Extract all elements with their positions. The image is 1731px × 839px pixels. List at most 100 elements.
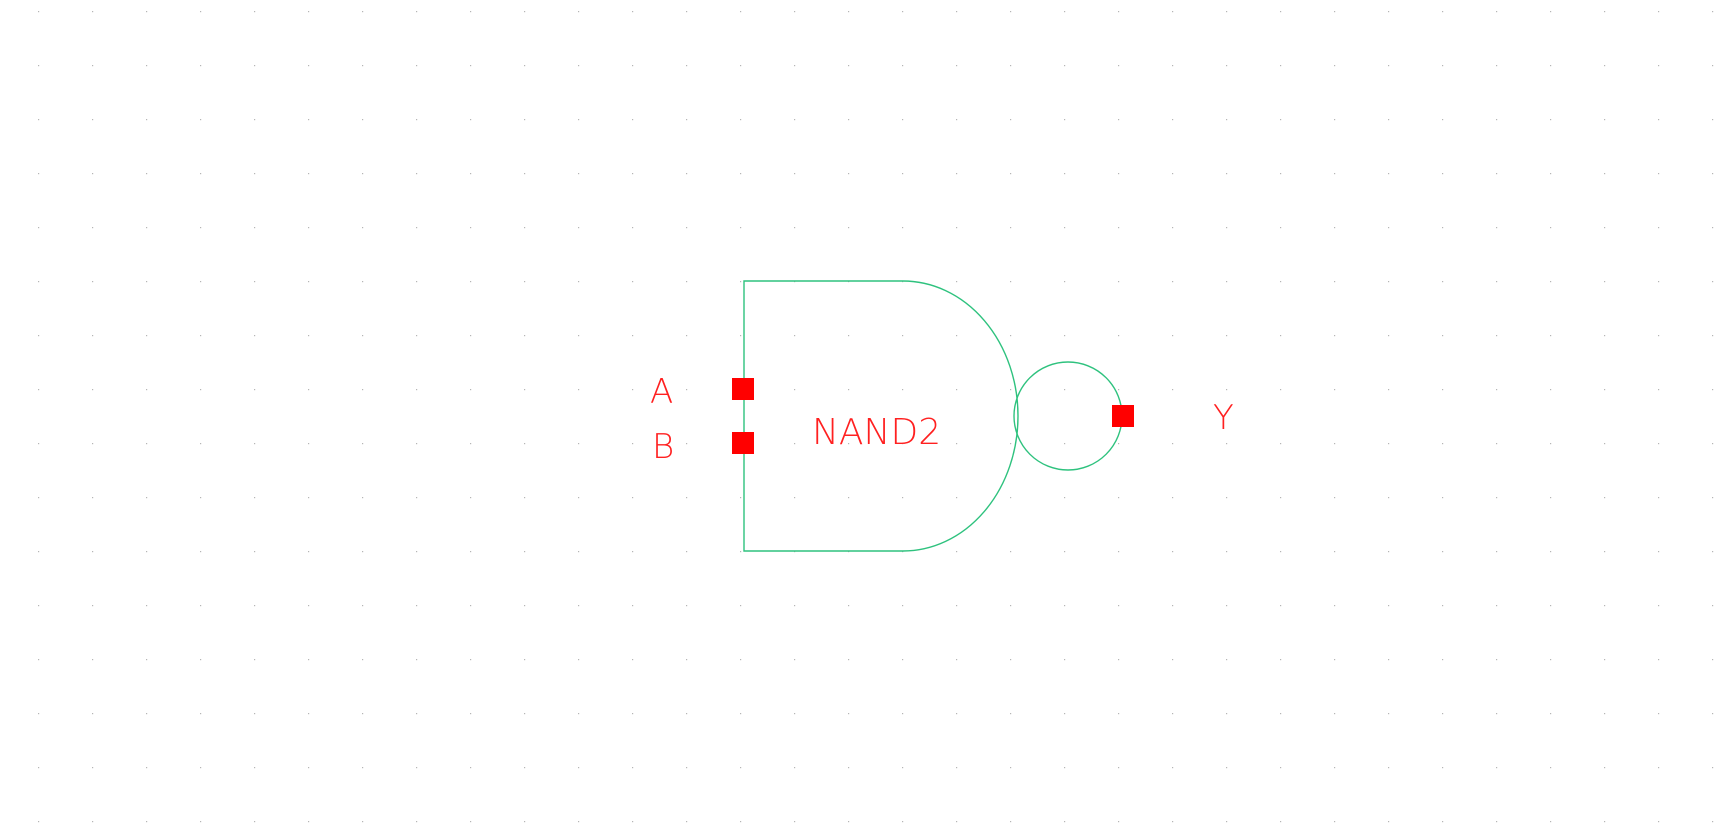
grid-dot	[740, 605, 742, 607]
grid-dot	[38, 227, 40, 229]
grid-dot	[200, 11, 202, 13]
grid-dot	[92, 821, 94, 823]
grid-dot	[686, 119, 688, 121]
grid-dot	[1010, 281, 1012, 283]
grid-dot	[848, 173, 850, 175]
grid-dot	[1172, 119, 1174, 121]
grid-dot	[740, 227, 742, 229]
grid-dot	[416, 605, 418, 607]
pin-y-marker[interactable]	[1112, 405, 1134, 427]
grid-dot	[1658, 173, 1660, 175]
grid-dot	[1388, 389, 1390, 391]
grid-dot	[956, 821, 958, 823]
grid-dot	[416, 551, 418, 553]
grid-dot	[200, 281, 202, 283]
grid-dot	[362, 281, 364, 283]
grid-dot	[1496, 443, 1498, 445]
grid-dot	[38, 443, 40, 445]
grid-dot	[956, 443, 958, 445]
grid-dot	[1118, 173, 1120, 175]
grid-dot	[146, 11, 148, 13]
grid-dot	[794, 821, 796, 823]
grid-dot	[686, 65, 688, 67]
grid-dot	[578, 335, 580, 337]
grid-dot	[254, 767, 256, 769]
pin-y-label: Y	[1213, 398, 1234, 438]
grid-dot	[524, 227, 526, 229]
grid-dot	[1172, 11, 1174, 13]
grid-dot	[524, 335, 526, 337]
grid-dot	[362, 821, 364, 823]
grid-dot	[740, 173, 742, 175]
grid-dot	[254, 119, 256, 121]
grid-dot	[1064, 389, 1066, 391]
grid-dot	[1226, 119, 1228, 121]
grid-dot	[1388, 659, 1390, 661]
grid-dot	[1118, 497, 1120, 499]
grid-dot	[200, 173, 202, 175]
grid-dot	[1658, 659, 1660, 661]
grid-dot	[254, 173, 256, 175]
grid-dot	[686, 335, 688, 337]
grid-dot	[1388, 443, 1390, 445]
grid-dot	[38, 659, 40, 661]
grid-dot	[308, 281, 310, 283]
grid-dot	[524, 497, 526, 499]
grid-dot	[362, 119, 364, 121]
grid-dot	[794, 119, 796, 121]
grid-dot	[686, 389, 688, 391]
grid-dot	[632, 173, 634, 175]
grid-dot	[1226, 497, 1228, 499]
grid-dot	[902, 659, 904, 661]
nand2-symbol[interactable]: A B Y NAND2	[650, 280, 1234, 552]
pin-a-marker[interactable]	[732, 378, 754, 400]
grid-dot	[92, 11, 94, 13]
grid-dot	[1712, 551, 1714, 553]
grid-dot	[794, 389, 796, 391]
grid-dot	[848, 713, 850, 715]
grid-dot	[1658, 713, 1660, 715]
grid-dot	[1064, 227, 1066, 229]
grid-dot	[1388, 335, 1390, 337]
grid-dot	[578, 497, 580, 499]
grid-dot	[794, 11, 796, 13]
grid-dot	[308, 65, 310, 67]
grid-dot	[1064, 605, 1066, 607]
grid-dot	[1172, 335, 1174, 337]
grid-dot	[902, 65, 904, 67]
grid-dot	[1388, 227, 1390, 229]
grid-dot	[1226, 173, 1228, 175]
grid-dot	[740, 119, 742, 121]
grid-dot	[1388, 119, 1390, 121]
grid-dot	[1604, 713, 1606, 715]
grid-dot	[308, 551, 310, 553]
grid-dot	[416, 443, 418, 445]
grid-dot	[470, 281, 472, 283]
grid-dot	[1064, 551, 1066, 553]
grid-dot	[902, 335, 904, 337]
grid-dot	[578, 119, 580, 121]
grid-dot	[1172, 497, 1174, 499]
grid-dot	[1442, 335, 1444, 337]
grid-dot	[1226, 821, 1228, 823]
grid-dot	[416, 173, 418, 175]
pin-b-marker[interactable]	[732, 432, 754, 454]
grid-dot	[200, 551, 202, 553]
grid-dot	[416, 227, 418, 229]
grid-dot	[1550, 659, 1552, 661]
grid-dot	[740, 713, 742, 715]
grid-dot	[308, 119, 310, 121]
grid-dot	[1496, 11, 1498, 13]
grid-dot	[470, 605, 472, 607]
grid-dot	[1334, 497, 1336, 499]
grid-dot	[1442, 119, 1444, 121]
grid-dot	[362, 65, 364, 67]
grid-dot	[1064, 11, 1066, 13]
grid-dot	[1334, 227, 1336, 229]
grid-dot	[1442, 65, 1444, 67]
grid-dot	[524, 659, 526, 661]
grid-dot	[1334, 551, 1336, 553]
grid-dot	[1064, 443, 1066, 445]
grid-dot	[578, 713, 580, 715]
